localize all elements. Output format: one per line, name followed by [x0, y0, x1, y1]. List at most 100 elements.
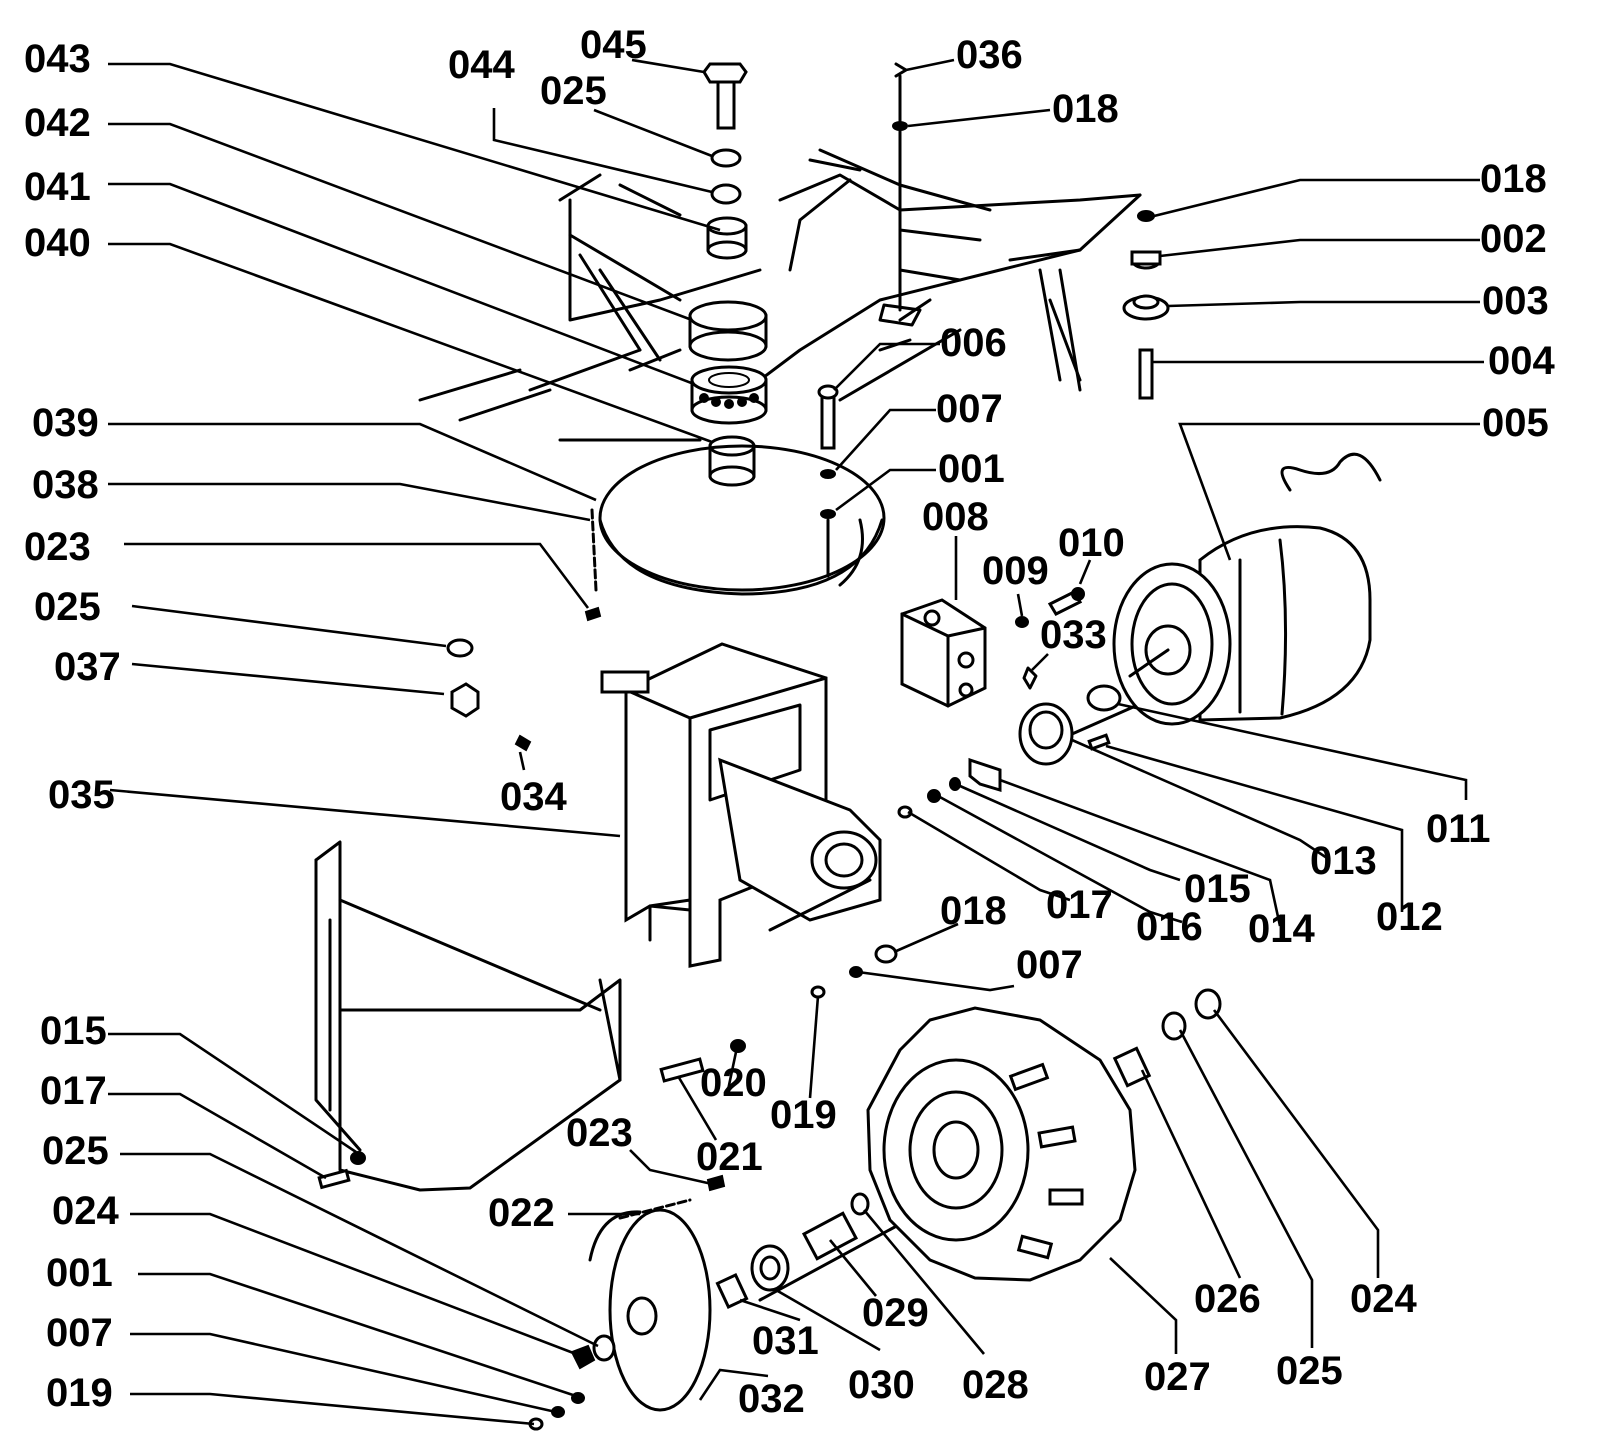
label-007-top: 007	[936, 387, 1003, 431]
washer-025-top	[710, 148, 742, 168]
motor-arm	[718, 757, 882, 932]
label-033: 033	[1040, 613, 1107, 657]
label-036: 036	[956, 33, 1023, 77]
label-023-top: 023	[24, 525, 91, 569]
screw-017-left	[317, 1151, 366, 1190]
label-035: 035	[48, 773, 115, 817]
sprocket-032	[588, 1208, 712, 1412]
key-012	[1087, 733, 1111, 751]
label-008: 008	[922, 495, 989, 539]
label-023-bottom: 023	[566, 1111, 633, 1155]
bearing-041	[690, 365, 768, 425]
label-034: 034	[500, 775, 567, 819]
label-021: 021	[696, 1135, 763, 1179]
label-022: 022	[488, 1191, 555, 1235]
label-013: 013	[1310, 839, 1377, 883]
bracket-014	[968, 757, 1002, 793]
label-024-left: 024	[52, 1189, 119, 1233]
label-017-left: 017	[40, 1069, 107, 1113]
label-025-bottom-right: 025	[1276, 1349, 1343, 1393]
label-019-bottom: 019	[46, 1371, 113, 1415]
hub-040	[708, 435, 756, 487]
bearing-cap-042	[688, 300, 768, 362]
label-032: 032	[738, 1377, 805, 1421]
label-012: 012	[1376, 895, 1443, 939]
label-037: 037	[54, 645, 121, 689]
part-drawings	[314, 62, 1382, 1431]
label-017-mid: 017	[1046, 883, 1113, 927]
label-018-mid: 018	[940, 889, 1007, 933]
label-018-right: 018	[1480, 157, 1547, 201]
label-043: 043	[24, 37, 91, 81]
label-007-bottom: 007	[46, 1311, 113, 1355]
motor-005	[1112, 452, 1382, 726]
washer-018-mid	[874, 944, 898, 964]
nut-037	[450, 682, 480, 718]
label-024-right: 024	[1350, 1277, 1417, 1321]
label-005: 005	[1482, 401, 1549, 445]
label-011: 011	[1426, 807, 1491, 851]
leader-lines	[108, 58, 1484, 1426]
spacer-031	[715, 1272, 749, 1310]
spacer-026	[1112, 1046, 1152, 1088]
label-038: 038	[32, 463, 99, 507]
label-025-left: 025	[34, 585, 101, 629]
washer-020	[730, 1039, 746, 1053]
washer-011	[1086, 684, 1122, 712]
label-020: 020	[700, 1061, 767, 1105]
label-016: 016	[1136, 905, 1203, 949]
nut-024-bottom	[570, 1344, 596, 1370]
label-006: 006	[940, 321, 1007, 365]
label-001-bottom: 001	[46, 1251, 113, 1295]
washer-044	[710, 183, 742, 205]
label-001-top: 001	[938, 447, 1005, 491]
label-009: 009	[982, 549, 1049, 593]
collar-028	[850, 1192, 870, 1216]
bolt-010	[1047, 587, 1085, 616]
screw-006	[817, 384, 839, 578]
label-039: 039	[32, 401, 99, 445]
label-015-left: 015	[40, 1009, 107, 1053]
wheel-027	[866, 1006, 1137, 1282]
screw-034	[514, 734, 532, 752]
washer-025-right	[1161, 1011, 1187, 1041]
label-015-mid: 015	[1184, 867, 1251, 911]
label-028: 028	[962, 1363, 1029, 1407]
label-010: 010	[1058, 521, 1125, 565]
washer-025-left	[446, 638, 474, 658]
pin-assembly-002	[1122, 210, 1170, 400]
label-042: 042	[24, 101, 91, 145]
label-019-mid: 019	[770, 1093, 837, 1137]
screw-023-bottom	[706, 1174, 726, 1192]
label-041: 041	[24, 165, 91, 209]
pin-021	[659, 1057, 705, 1083]
label-007-mid: 007	[1016, 943, 1083, 987]
key-033	[1022, 666, 1038, 690]
coupling-013	[1018, 702, 1142, 766]
screw-017-mid	[897, 805, 913, 819]
label-025-top: 025	[540, 69, 607, 113]
label-027: 027	[1144, 1355, 1211, 1399]
washer-015-mid	[949, 777, 961, 791]
label-003: 003	[1482, 279, 1549, 323]
label-026: 026	[1194, 1277, 1261, 1321]
label-004: 004	[1488, 339, 1555, 383]
pulley-disc-039	[598, 444, 886, 596]
guard-cover	[314, 840, 622, 1192]
label-045: 045	[580, 23, 647, 67]
screw-019-mid	[810, 985, 826, 999]
washer-009	[1015, 616, 1029, 628]
label-030: 030	[848, 1363, 915, 1407]
rod-assembly-036	[878, 62, 922, 327]
label-014: 014	[1248, 907, 1315, 951]
label-002: 002	[1480, 217, 1547, 261]
screw-023-top	[584, 606, 602, 622]
part-number-labels: 043 045 044 025 042 041 040 036 018 018 …	[24, 23, 1555, 1421]
spacer-043	[706, 216, 748, 260]
chain-038	[590, 508, 598, 592]
label-029: 029	[862, 1291, 929, 1335]
label-044: 044	[448, 43, 515, 87]
washer-025-bottom	[592, 1334, 616, 1362]
label-040: 040	[24, 221, 91, 265]
